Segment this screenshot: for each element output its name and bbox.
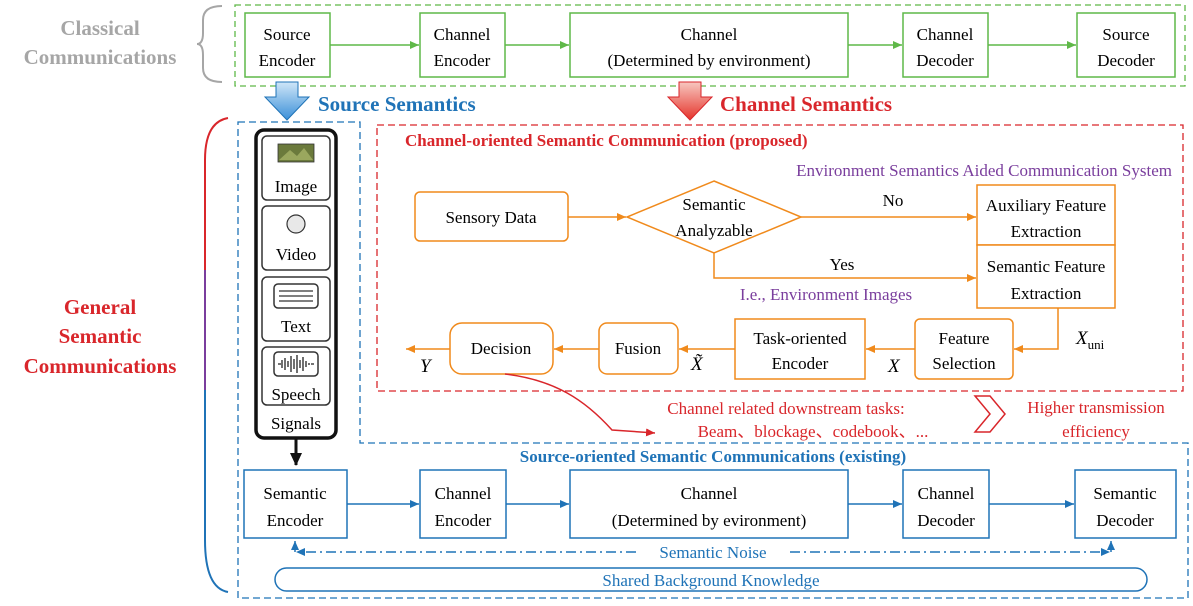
proposed-title: Channel-oriented Semantic Communication … [405, 131, 808, 150]
x-label: X [887, 356, 901, 377]
task-oriented-l1: Task-oriented [753, 329, 847, 348]
classical-label-line1: Classical [60, 16, 140, 40]
existing-dashed-frame [237, 121, 1189, 599]
classical-brace [196, 5, 223, 83]
classical-channel-decoder [902, 12, 989, 78]
classical-source-decoder-l2: Decoder [1097, 51, 1155, 70]
classical-channel-encoder [419, 12, 506, 78]
fusion-label: Fusion [615, 339, 662, 358]
auxiliary-feature-box [976, 184, 1116, 246]
higher-line2: efficiency [1062, 422, 1130, 441]
x-tilde-label: X̃ [690, 354, 704, 375]
channel-semantics-label: Channel Semantics [720, 92, 892, 116]
signals-label: Signals [271, 414, 321, 433]
decision-label: Decision [471, 339, 532, 358]
existing-channel-decoder-l1: Channel [918, 484, 975, 503]
env-images-label: I.e., Environment Images [740, 285, 912, 304]
video-label: Video [276, 245, 317, 264]
task-oriented-encoder-box [734, 318, 866, 380]
shared-knowledge-label: Shared Background Knowledge [602, 571, 819, 590]
channel-semantics-arrow [666, 81, 714, 121]
sensory-data-label: Sensory Data [445, 208, 537, 227]
x-uni-label: Xuni [1075, 328, 1105, 352]
existing-channel-l2: (Determined by evironment) [612, 511, 807, 530]
classical-source-decoder [1076, 12, 1176, 78]
diamond-label-line1: Semantic [682, 195, 746, 214]
text-label: Text [281, 317, 311, 336]
existing-channel-encoder-l1: Channel [435, 484, 492, 503]
classical-label-line2: Communications [24, 45, 177, 69]
arrow-to-feature-selection [1014, 308, 1059, 353]
existing-semantic-encoder [243, 469, 348, 539]
video-tile [261, 205, 331, 271]
feature-selection-l2: Selection [932, 354, 996, 373]
efficiency-chevron [973, 395, 1006, 433]
image-label: Image [275, 177, 317, 196]
classical-source-encoder [244, 12, 331, 78]
classical-channel-decoder-l1: Channel [917, 25, 974, 44]
general-label-line2: Semantic [59, 324, 142, 348]
general-label-line3: Communications [24, 354, 177, 378]
classical-channel-l1: Channel [681, 25, 738, 44]
source-semantics-arrow [263, 81, 311, 121]
general-bracket-red [204, 117, 229, 270]
classical-source-encoder-l2: Encoder [259, 51, 316, 70]
downstream-line1: Channel related downstream tasks: [667, 399, 904, 418]
feature-selection-l1: Feature [939, 329, 990, 348]
existing-semantic-decoder-l2: Decoder [1096, 511, 1154, 530]
classical-channel-encoder-l1: Channel [434, 25, 491, 44]
classical-source-decoder-l1: Source [1102, 25, 1149, 44]
existing-channel-decoder-l2: Decoder [917, 511, 975, 530]
y-label: Y [420, 356, 433, 377]
auxiliary-feature-l1: Auxiliary Feature [986, 196, 1106, 215]
image-icon-mountain [279, 148, 313, 160]
modality-column: Image Video Text Speech Signals [254, 128, 338, 440]
semantic-feature-box [976, 244, 1116, 309]
semantic-feature-l2: Extraction [1011, 284, 1082, 303]
proposed-subtitle: Environment Semantics Aided Communicatio… [796, 161, 1172, 180]
semantic-feature-l1: Semantic Feature [987, 257, 1106, 276]
classical-dashed-frame [234, 4, 1186, 87]
existing-channel-encoder-l2: Encoder [435, 511, 492, 530]
existing-channel [569, 469, 849, 539]
shared-knowledge-bar [274, 567, 1148, 592]
downstream-arrow [504, 373, 656, 437]
downstream-line2: Beam、blockage、codebook、... [698, 422, 929, 441]
higher-line1: Higher transmission [1027, 398, 1165, 417]
arrow-yes [713, 253, 976, 282]
diamond-label-line2: Analyzable [675, 221, 752, 240]
existing-channel-l1: Channel [681, 484, 738, 503]
speech-label: Speech [271, 385, 321, 404]
classical-communications: Classical Communications Source Encoder … [24, 4, 1186, 87]
task-oriented-l2: Encoder [772, 354, 829, 373]
general-bracket-blue [204, 390, 229, 593]
existing-channel-encoder [419, 469, 507, 539]
yes-label: Yes [830, 255, 855, 274]
existing-semantic-encoder-l2: Encoder [267, 511, 324, 530]
proposed-dashed-frame [376, 124, 1184, 392]
existing-semantic-decoder [1074, 469, 1177, 539]
classical-channel-l2: (Determined by environment) [608, 51, 811, 70]
speech-waveform [278, 355, 314, 373]
general-label-line1: General [64, 295, 136, 319]
existing-semantic-decoder-l1: Semantic [1093, 484, 1157, 503]
existing-title: Source-oriented Semantic Communications … [520, 447, 906, 466]
semantic-noise-label: Semantic Noise [659, 543, 766, 562]
classical-source-encoder-l1: Source [263, 25, 310, 44]
classical-channel-encoder-l2: Encoder [434, 51, 491, 70]
video-icon [286, 214, 306, 234]
existing-channel-decoder [902, 469, 990, 539]
semantic-analyzable-diamond [625, 180, 803, 254]
existing-semantic-encoder-l1: Semantic [263, 484, 327, 503]
no-label: No [883, 191, 904, 210]
source-semantics-label: Source Semantics [318, 92, 476, 116]
classical-channel-decoder-l2: Decoder [916, 51, 974, 70]
auxiliary-feature-l2: Extraction [1011, 222, 1082, 241]
